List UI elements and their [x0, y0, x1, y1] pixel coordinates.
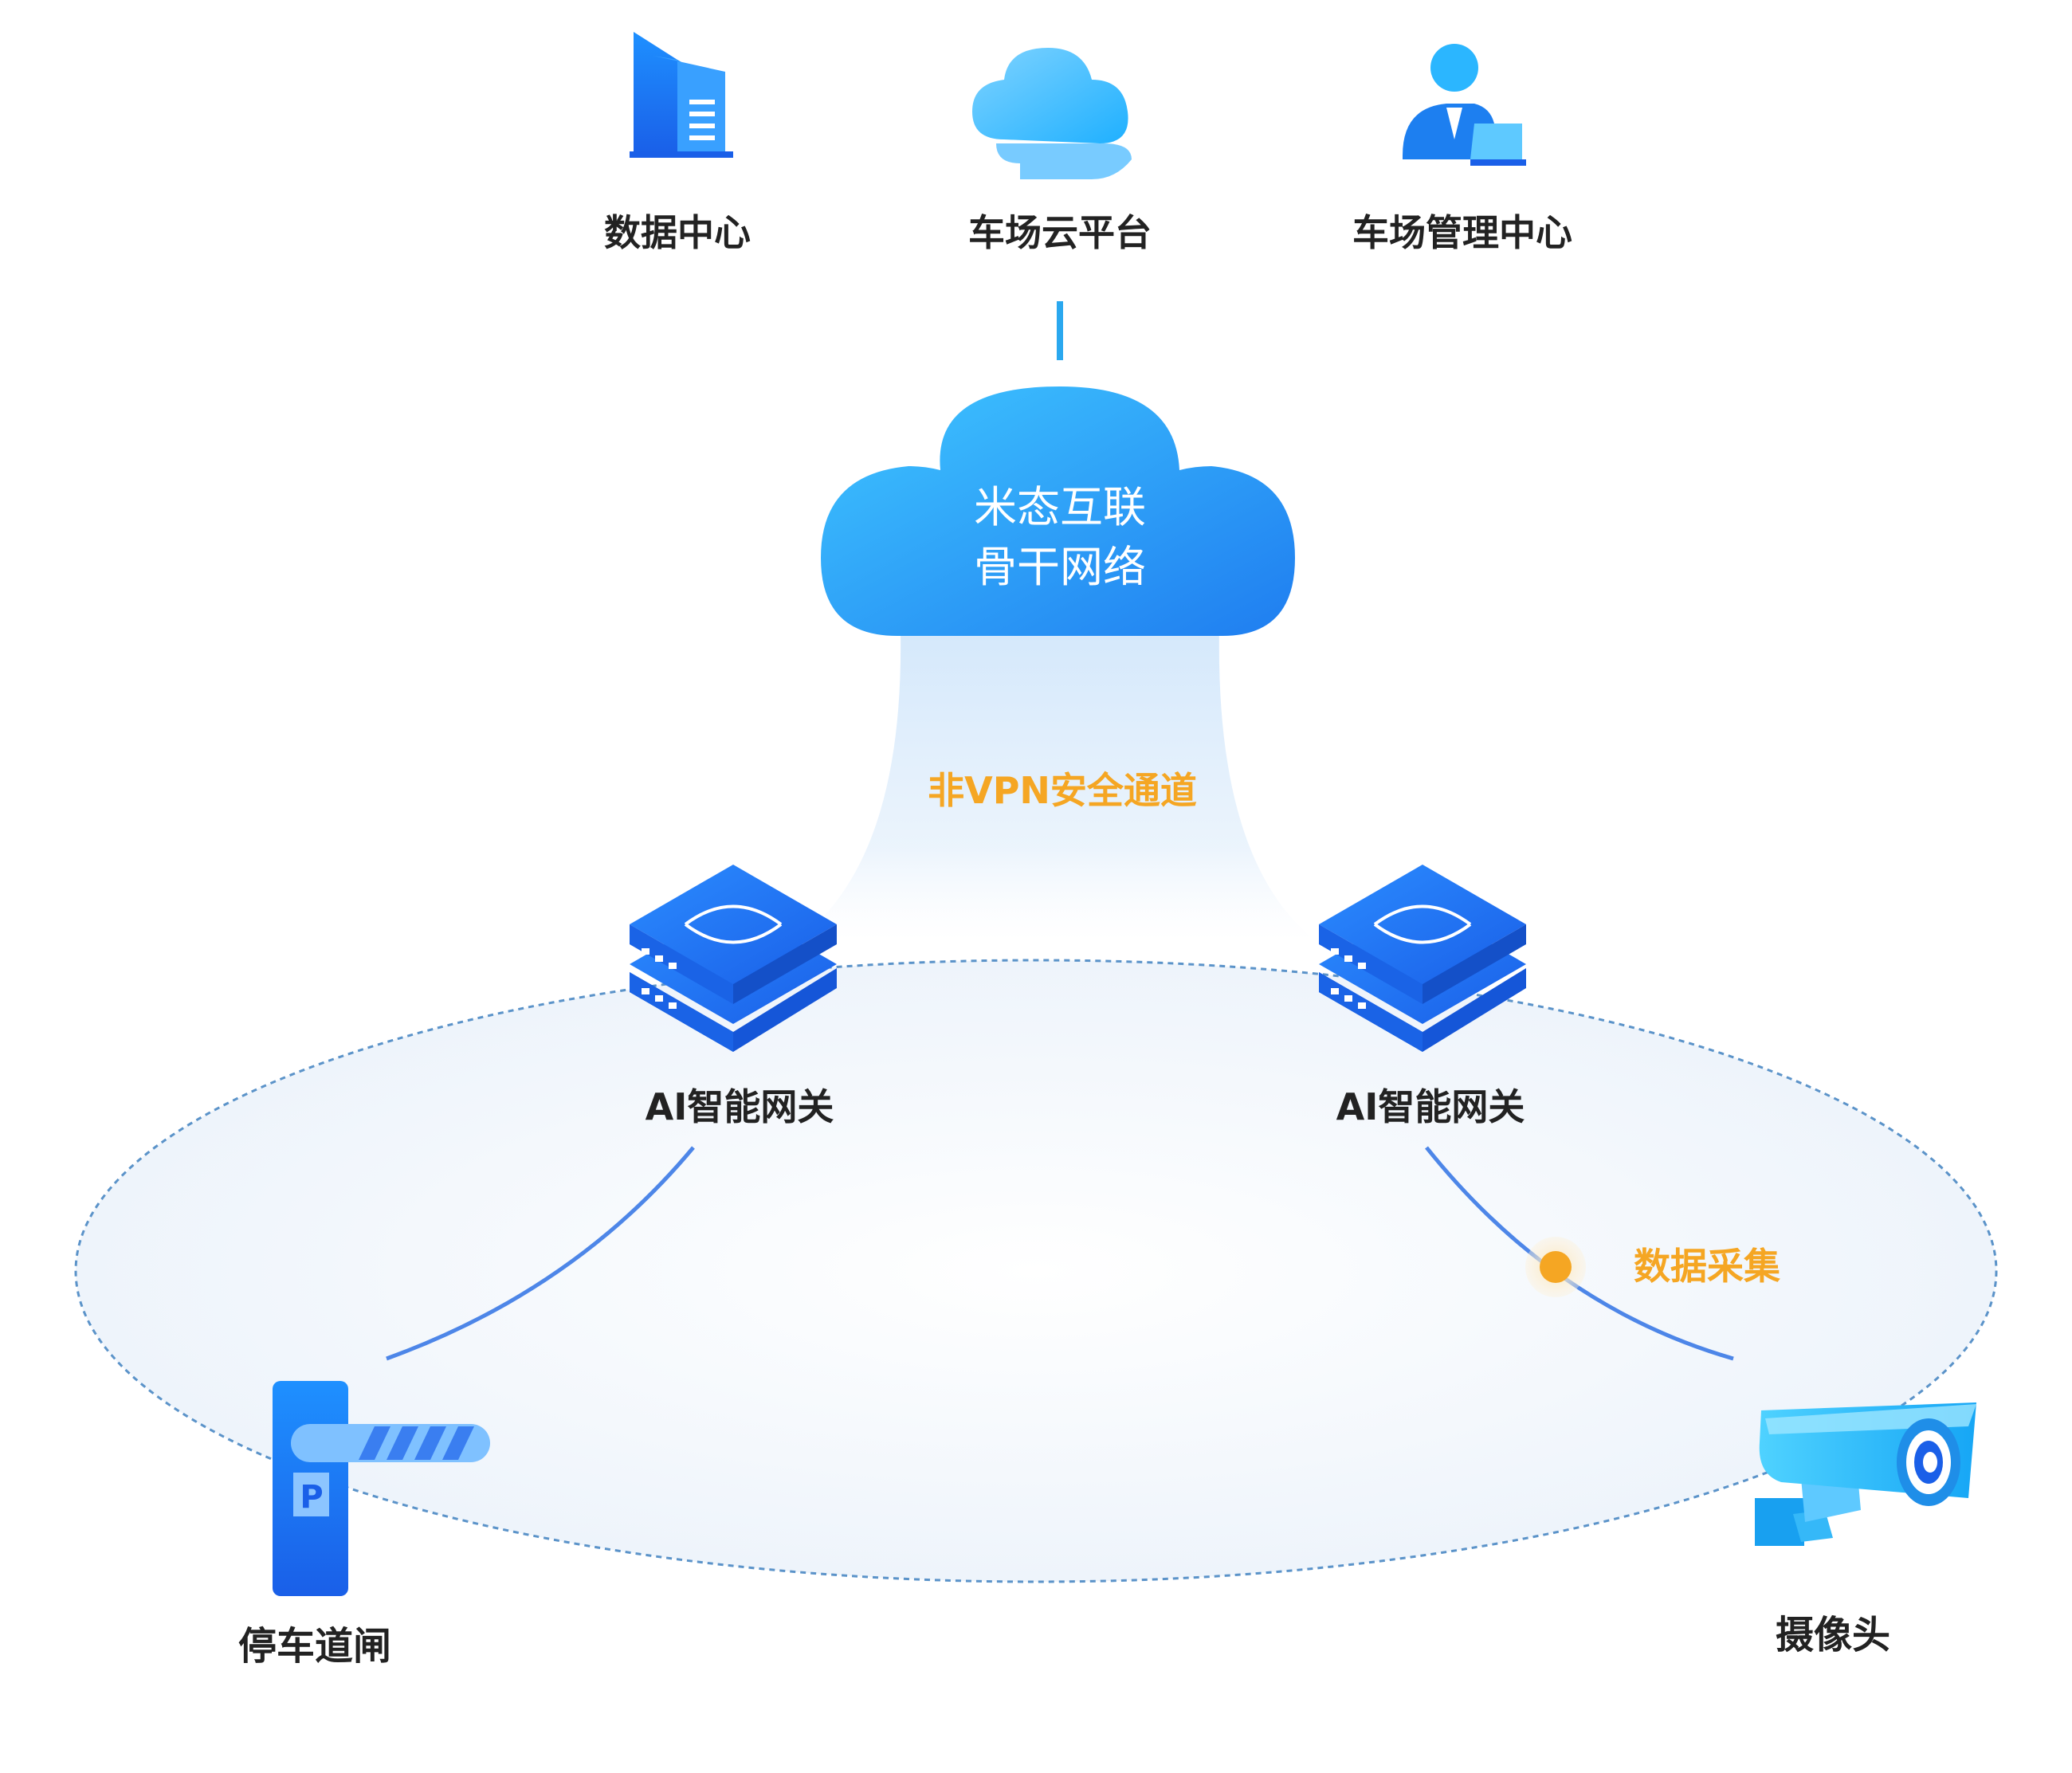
- link-gateway-barrier: [386, 1146, 695, 1361]
- user-computer-icon: [1403, 44, 1526, 166]
- camera-label: 摄像头: [1776, 1613, 1890, 1657]
- cloud-icon: [972, 48, 1132, 179]
- backbone-line1: 米态互联: [974, 482, 1146, 532]
- top-label-cloud-platform: 车场云平台: [968, 211, 1152, 254]
- gateway-label-right: AI智能网关: [1336, 1085, 1525, 1128]
- data-collect-label: 数据采集: [1634, 1245, 1780, 1288]
- secure-channel: [797, 630, 1315, 940]
- switch-icon: [1319, 865, 1526, 1052]
- barrier-gate-icon: P: [273, 1381, 490, 1596]
- barrier-gate-label: 停车道闸: [238, 1624, 391, 1669]
- data-collect-dot: [1525, 1237, 1586, 1297]
- camera-icon: [1755, 1402, 1976, 1546]
- switch-icon: [630, 865, 837, 1052]
- svg-text:P: P: [300, 1479, 323, 1516]
- network-region: [74, 959, 1998, 1583]
- top-label-management-center: 车场管理中心: [1352, 211, 1572, 254]
- building-icon: [630, 32, 733, 158]
- backbone-cloud: 米态互联 骨干网络: [821, 386, 1295, 637]
- top-label-data-center: 数据中心: [604, 211, 751, 254]
- channel-label: 非VPN安全通道: [928, 769, 1197, 812]
- gateway-label-left: AI智能网关: [646, 1085, 834, 1128]
- backbone-line2: 骨干网络: [974, 542, 1146, 592]
